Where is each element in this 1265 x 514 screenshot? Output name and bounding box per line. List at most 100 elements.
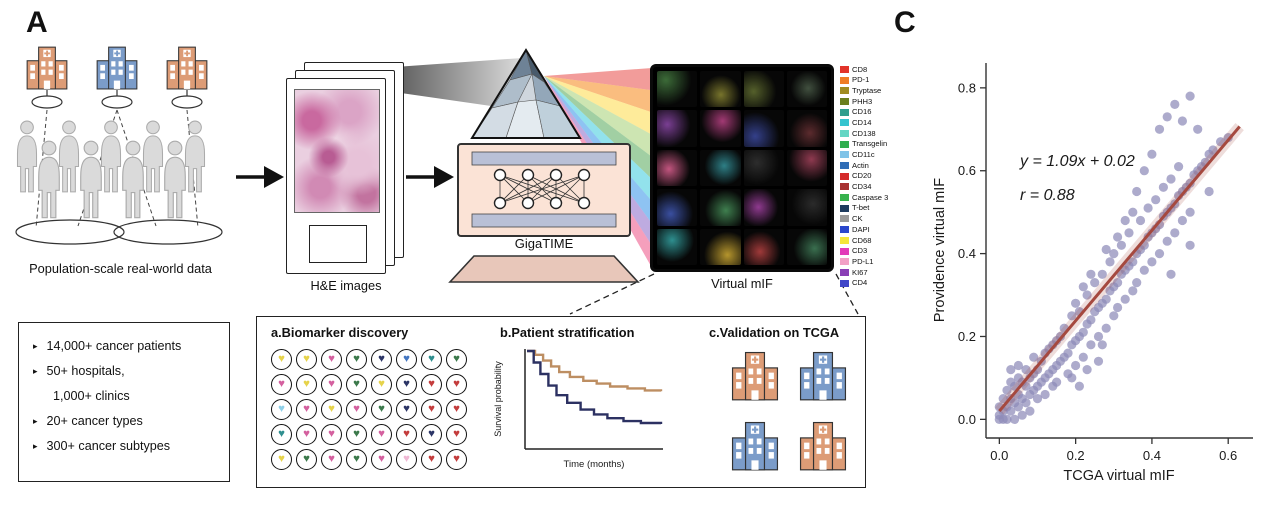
scatter-point xyxy=(1162,236,1172,246)
rainbow-ray xyxy=(544,76,652,113)
mif-tile xyxy=(657,189,698,226)
population-graphic xyxy=(15,46,223,245)
gigatime-group: GigaTIME xyxy=(448,42,653,288)
dataset-stats-box: ▸14,000+ cancer patients▸50+ hospitals,1… xyxy=(18,322,230,482)
legend-swatch xyxy=(840,194,849,202)
biomarker-cell-icon: ♥ xyxy=(421,399,442,420)
cell-glyph: ♥ xyxy=(303,377,310,390)
scatter-point xyxy=(1086,269,1096,279)
scatter-point xyxy=(1063,348,1073,358)
biomarker-cell-icon: ♥ xyxy=(346,424,367,445)
legend-item: Actin xyxy=(840,160,912,171)
hospital-icons xyxy=(26,46,208,90)
biomarker-cell-grid: ♥♥♥♥♥♥♥♥♥♥♥♥♥♥♥♥♥♥♥♥♥♥♥♥♥♥♥♥♥♥♥♥♥♥♥♥♥♥♥♥ xyxy=(271,349,471,474)
scatter-point xyxy=(994,414,1004,424)
scatter-point xyxy=(1124,228,1134,238)
cell-glyph: ♥ xyxy=(328,452,335,465)
scatter-point xyxy=(1204,186,1214,197)
cell-glyph: ♥ xyxy=(453,352,460,365)
legend-swatch xyxy=(840,236,849,244)
scatter-point xyxy=(1052,377,1062,387)
panel-c-label: C xyxy=(894,6,916,39)
bullet-icon: ▸ xyxy=(33,341,38,351)
legend-label: T-bet xyxy=(852,203,870,213)
legend-item: KI67 xyxy=(840,267,912,278)
mif-tile xyxy=(786,228,827,265)
scatter-point xyxy=(1128,207,1138,217)
cell-glyph: ♥ xyxy=(403,402,410,415)
scatter-point xyxy=(1113,232,1123,242)
cell-glyph: ♥ xyxy=(278,402,285,415)
cell-glyph: ♥ xyxy=(303,352,310,365)
biomarker-cell-icon: ♥ xyxy=(346,374,367,395)
legend-label: CD34 xyxy=(852,182,872,192)
mif-tile xyxy=(657,149,698,187)
histology-thumbnail xyxy=(294,89,380,213)
km-plot: Survival probability Time (months) xyxy=(493,349,663,470)
mif-tile xyxy=(743,189,784,226)
legend-item: CD68 xyxy=(840,235,912,246)
legend-label: CD138 xyxy=(852,128,876,138)
biomarker-cell-icon: ♥ xyxy=(271,399,292,420)
cell-glyph: ♥ xyxy=(278,352,285,365)
mif-tile xyxy=(786,149,827,187)
population-group: Population-scale real-world data xyxy=(8,42,233,276)
scatter-point xyxy=(1097,269,1107,279)
biomarker-cell-icon: ♥ xyxy=(371,399,392,420)
stat-text: 20+ cancer types xyxy=(46,414,143,428)
biomarker-cell-icon: ♥ xyxy=(296,449,317,470)
scatter-point xyxy=(1128,286,1138,296)
mif-tile xyxy=(657,71,698,108)
biomarker-cell-icon: ♥ xyxy=(271,349,292,370)
legend-label: KI67 xyxy=(852,267,868,277)
screen-top-bar xyxy=(471,151,617,166)
hospital-icon xyxy=(731,421,779,471)
scatter-point xyxy=(1082,290,1092,300)
biomarker-title: a.Biomarker discovery xyxy=(271,325,409,340)
cell-glyph: ♥ xyxy=(378,377,385,390)
km-curves xyxy=(527,349,663,425)
mif-tile xyxy=(786,189,827,226)
population-caption: Population-scale real-world data xyxy=(29,261,212,276)
legend-swatch xyxy=(840,172,849,180)
stat-text: 300+ cancer subtypes xyxy=(46,439,171,453)
scatter-point xyxy=(1071,360,1081,371)
scatter-point xyxy=(1139,265,1149,275)
panel-a-label: A xyxy=(26,6,48,39)
scatter-point xyxy=(998,394,1008,404)
bullet-icon: ▸ xyxy=(33,366,38,376)
km-ylabel: Survival probability xyxy=(493,361,503,437)
scatter-point xyxy=(1017,410,1027,420)
mif-tile xyxy=(700,71,741,108)
biomarker-cell-icon: ♥ xyxy=(271,374,292,395)
scatter-point xyxy=(1128,257,1138,267)
legend-swatch xyxy=(840,97,849,105)
voronoi-pyramid xyxy=(470,48,582,139)
scatter-point xyxy=(1132,278,1142,288)
cell-glyph: ♥ xyxy=(353,377,360,390)
scatter-point xyxy=(1216,137,1226,147)
biomarker-cell-icon: ♥ xyxy=(446,399,467,420)
validation-hospitals xyxy=(731,351,847,471)
biomarker-cell-icon: ♥ xyxy=(421,349,442,370)
scatter-point xyxy=(1025,406,1035,416)
biomarker-cell-icon: ♥ xyxy=(271,424,292,445)
biomarker-cell-icon: ♥ xyxy=(371,349,392,370)
scatter-point xyxy=(1166,269,1176,279)
cell-glyph: ♥ xyxy=(328,377,335,390)
mif-tile xyxy=(700,189,741,226)
cohort-ellipse-left xyxy=(15,219,125,245)
svg-text:0.8: 0.8 xyxy=(958,80,976,95)
mif-tile xyxy=(743,228,784,265)
cohort-ellipse-right xyxy=(113,219,223,245)
biomarker-cell-icon: ♥ xyxy=(396,399,417,420)
mif-tile xyxy=(700,149,741,187)
scatter-point xyxy=(1147,149,1157,159)
biomarker-cell-icon: ♥ xyxy=(371,424,392,445)
biomarker-cell-icon: ♥ xyxy=(296,399,317,420)
legend-label: CK xyxy=(852,214,863,224)
hospital-icon xyxy=(799,421,847,471)
legend-swatch xyxy=(840,65,849,73)
